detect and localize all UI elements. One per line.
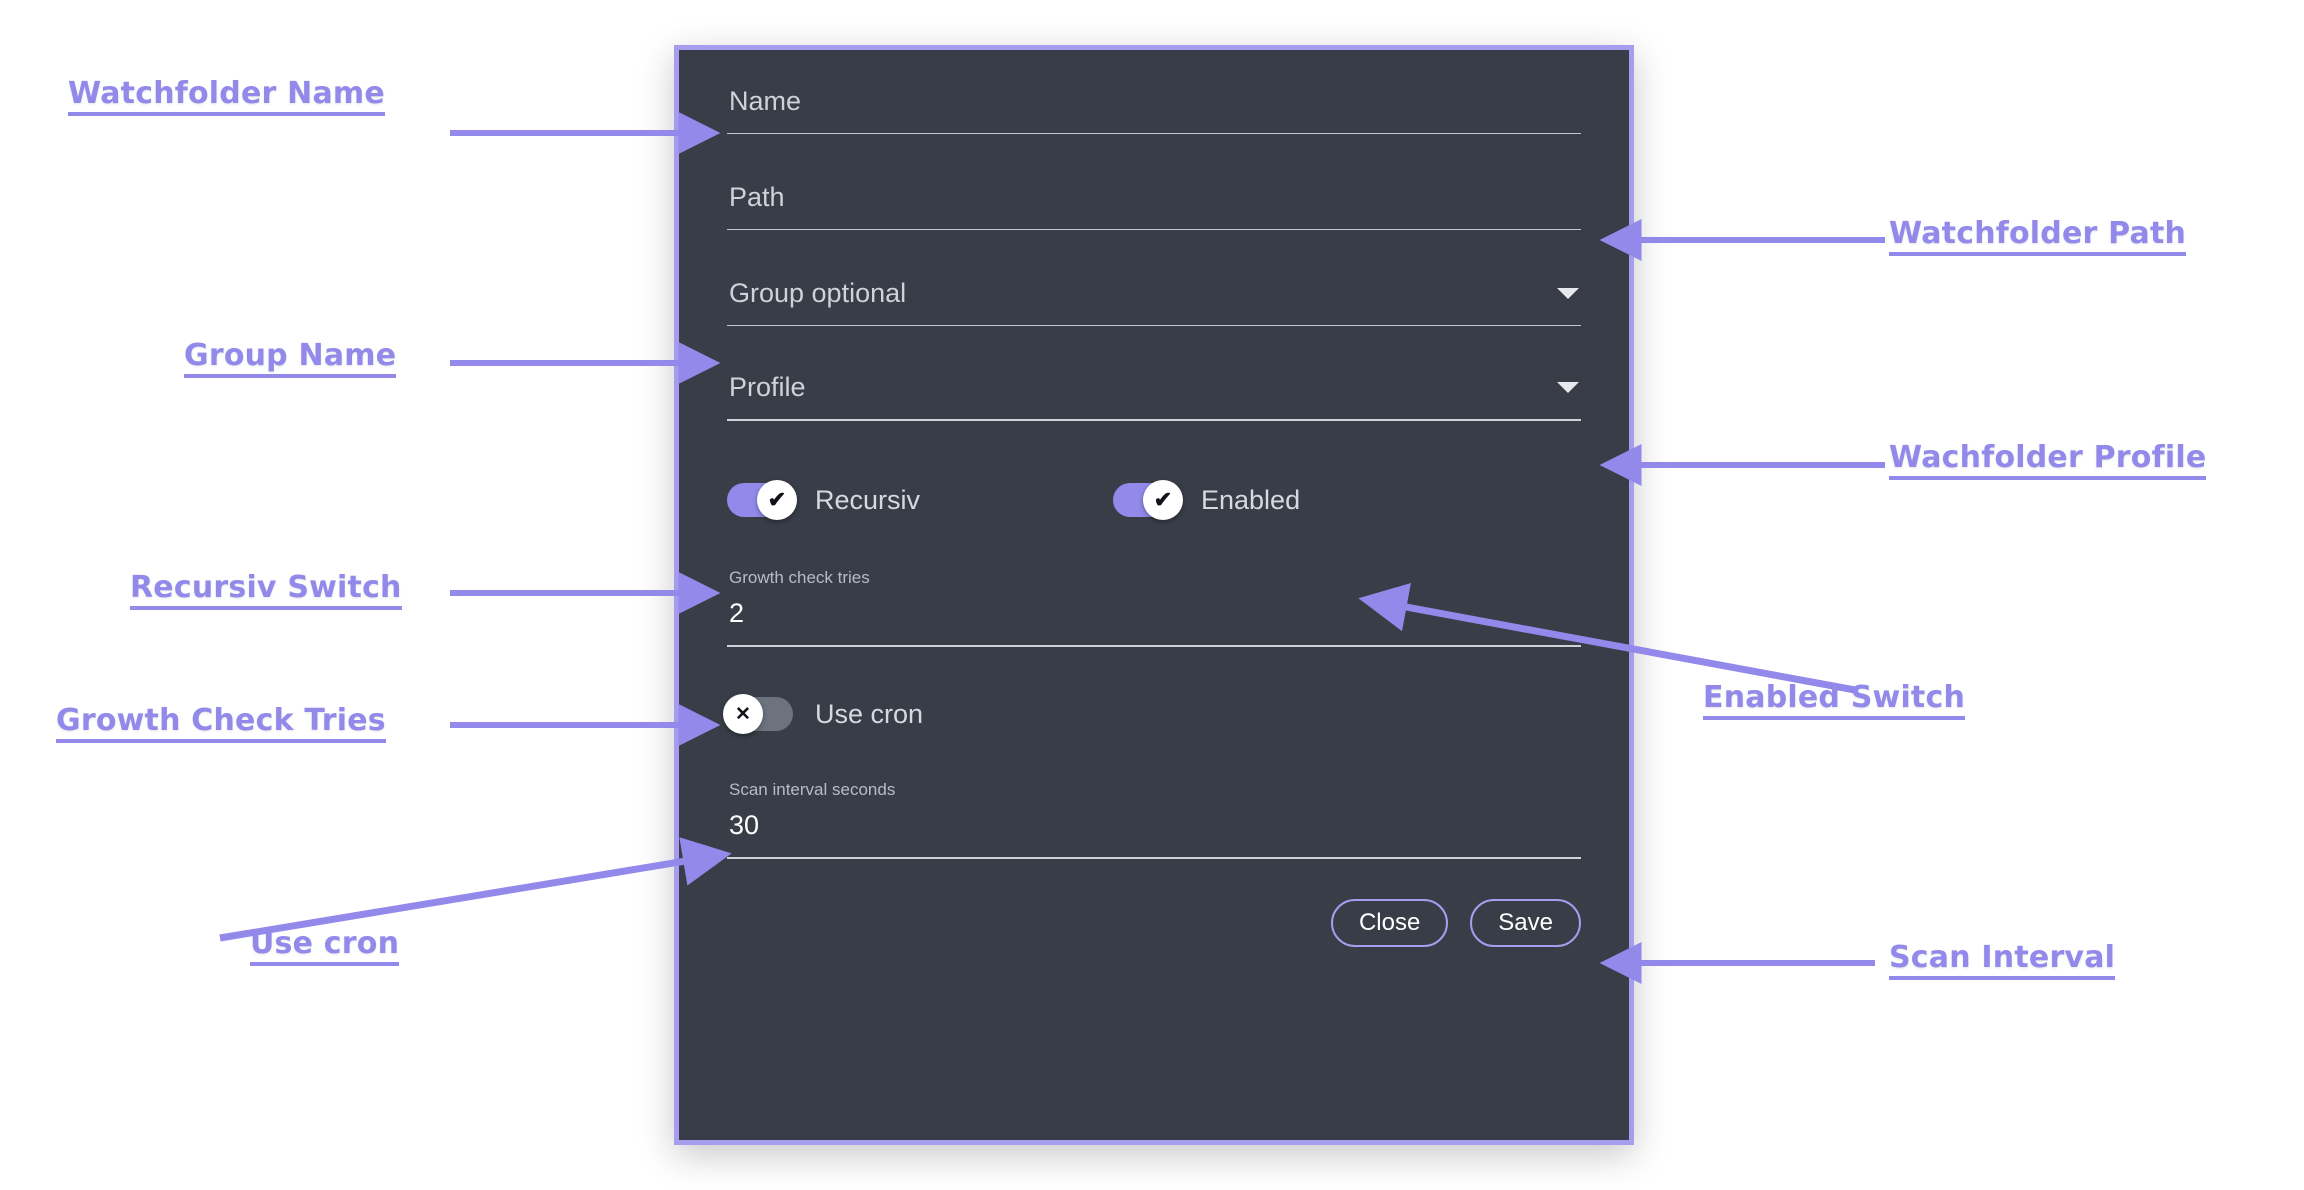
- chevron-down-icon: [1557, 288, 1579, 299]
- profile-select[interactable]: Profile: [727, 374, 1581, 421]
- path-input-placeholder: Path: [729, 182, 785, 212]
- check-icon: ✔: [1143, 480, 1183, 520]
- enabled-switch-track[interactable]: ✔: [1113, 480, 1183, 520]
- annotation-watchfolder-name: Watchfolder Name: [68, 78, 385, 116]
- watchfolder-dialog: Name Path Group optional Profile: [674, 45, 1634, 1145]
- scan-interval-label: Scan interval seconds: [729, 780, 896, 799]
- use-cron-switch-track[interactable]: ✕: [723, 694, 793, 734]
- scan-interval-field[interactable]: Scan interval seconds 30: [727, 781, 1581, 859]
- annotation-wachfolder-profile: Wachfolder Profile: [1889, 442, 2207, 480]
- switch-row-top: ✔ Recursiv ✔ Enabled: [727, 480, 1581, 520]
- use-cron-switch-label: Use cron: [815, 698, 924, 729]
- dialog-body: Name Path Group optional Profile: [679, 50, 1629, 1140]
- enabled-switch-label: Enabled: [1201, 484, 1301, 515]
- dialog-actions: Close Save: [727, 899, 1581, 947]
- growth-check-tries-value: 2: [729, 598, 745, 628]
- close-icon: ✕: [723, 694, 763, 734]
- close-button[interactable]: Close: [1330, 899, 1449, 947]
- group-select[interactable]: Group optional: [727, 280, 1581, 326]
- growth-check-tries-underline: [727, 645, 1581, 647]
- growth-check-tries-label: Growth check tries: [729, 568, 870, 587]
- annotation-scan-interval: Scan Interval: [1889, 942, 2116, 980]
- annotation-use-cron: Use cron: [250, 928, 400, 966]
- path-field-underline: [727, 229, 1581, 230]
- growth-check-tries-field[interactable]: Growth check tries 2: [727, 569, 1581, 647]
- enabled-switch[interactable]: ✔ Enabled: [1113, 480, 1301, 520]
- scan-interval-value: 30: [729, 810, 760, 840]
- recursiv-switch[interactable]: ✔ Recursiv: [727, 480, 1113, 520]
- use-cron-switch[interactable]: ✕ Use cron: [723, 694, 1581, 734]
- profile-select-underline: [727, 419, 1581, 421]
- scan-interval-underline: [727, 857, 1581, 859]
- chevron-down-icon: [1557, 382, 1579, 393]
- group-select-underline: [727, 325, 1581, 326]
- annotation-growth-check-tries: Growth Check Tries: [56, 705, 386, 743]
- group-select-value: Group optional: [729, 278, 907, 308]
- path-field[interactable]: Path: [727, 184, 1581, 230]
- name-field-underline: [727, 133, 1581, 134]
- check-icon: ✔: [757, 480, 797, 520]
- name-field[interactable]: Name: [727, 88, 1581, 134]
- annotation-group-name: Group Name: [184, 340, 397, 378]
- annotation-watchfolder-path: Watchfolder Path: [1889, 218, 2187, 256]
- name-input-placeholder: Name: [729, 86, 802, 116]
- save-button[interactable]: Save: [1470, 899, 1581, 947]
- annotation-enabled-switch: Enabled Switch: [1703, 682, 1966, 720]
- profile-select-value: Profile: [729, 372, 806, 402]
- recursiv-switch-track[interactable]: ✔: [727, 480, 797, 520]
- recursiv-switch-label: Recursiv: [815, 484, 921, 515]
- annotation-recursiv-switch: Recursiv Switch: [130, 572, 402, 610]
